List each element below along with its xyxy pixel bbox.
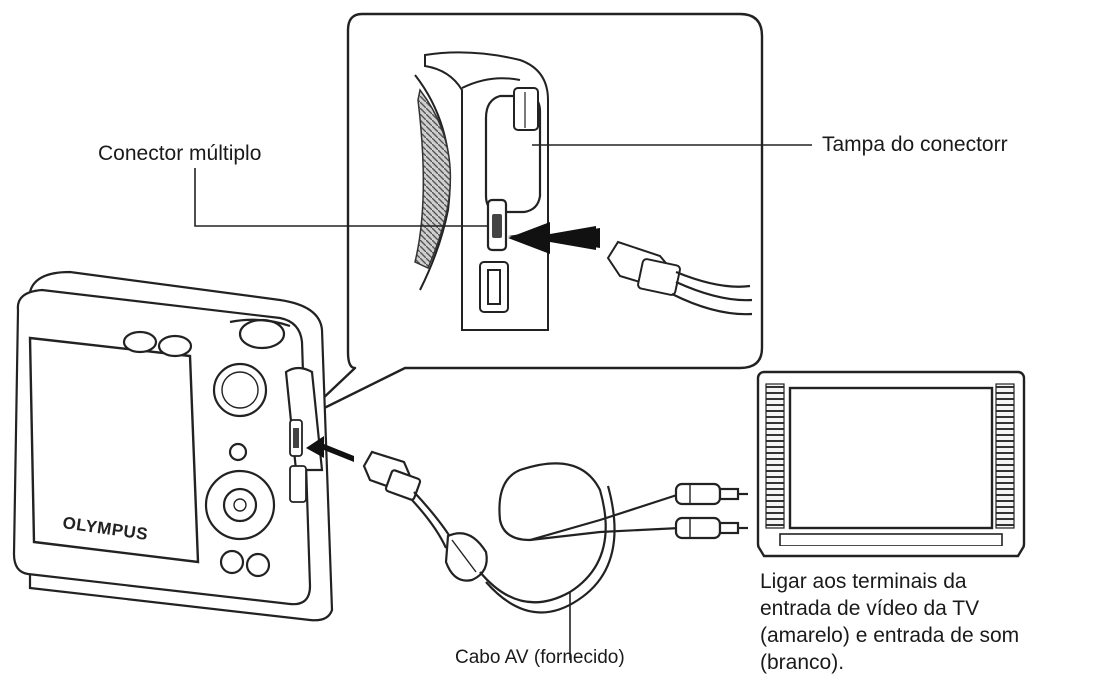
label-tv-terminals: Ligar aos terminais da entrada de vídeo … — [760, 568, 1019, 676]
tv-note-line-1: Ligar aos terminais da — [760, 568, 1019, 595]
label-connector-cover: Tampa do conectorr — [822, 131, 1008, 158]
label-av-cable: Cabo AV (fornecido) — [455, 644, 625, 671]
tv-note-line-2: entrada de vídeo da TV — [760, 595, 1019, 622]
av-cable — [364, 452, 748, 612]
camera-body — [14, 272, 332, 620]
tv-set — [758, 372, 1024, 556]
tv-note-line-3: (amarelo) e entrada de som — [760, 622, 1019, 649]
label-connector: Conector múltiplo — [98, 140, 261, 167]
tv-note-line-4: (branco). — [760, 649, 1019, 676]
